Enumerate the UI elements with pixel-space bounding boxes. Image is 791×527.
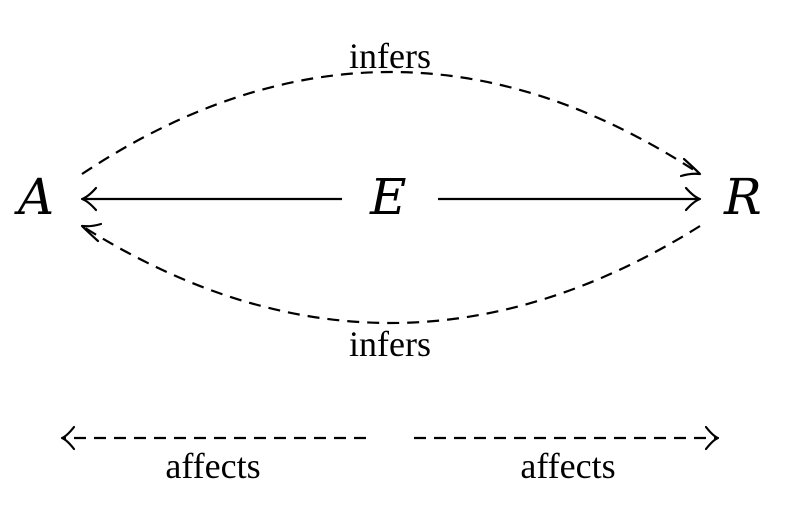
node-a: A [14, 168, 54, 226]
dashed-arrow-affects-right [414, 425, 720, 451]
dashed-arrow-affects-left [60, 425, 366, 451]
arrowhead-right-icon [684, 186, 702, 212]
arrowhead-affects-left-icon [60, 425, 76, 451]
arrowhead-affects-right-icon [704, 425, 720, 451]
node-e: E [369, 168, 407, 226]
edge-label-top-infers: infers [349, 36, 431, 76]
arrowhead-bottom-left-icon [80, 222, 103, 243]
arrow-e-to-a [80, 186, 342, 212]
edge-label-affects-right: affects [520, 446, 615, 486]
dashed-arc-top [81, 71, 702, 178]
arrowhead-left-icon [80, 186, 98, 212]
node-r: R [723, 168, 762, 226]
dashed-arc-bottom [80, 222, 701, 324]
arrow-e-to-r [438, 186, 702, 212]
edge-label-bottom-infers: infers [349, 324, 431, 364]
arrowhead-top-right-icon [679, 157, 702, 178]
edge-label-affects-left: affects [165, 446, 260, 486]
